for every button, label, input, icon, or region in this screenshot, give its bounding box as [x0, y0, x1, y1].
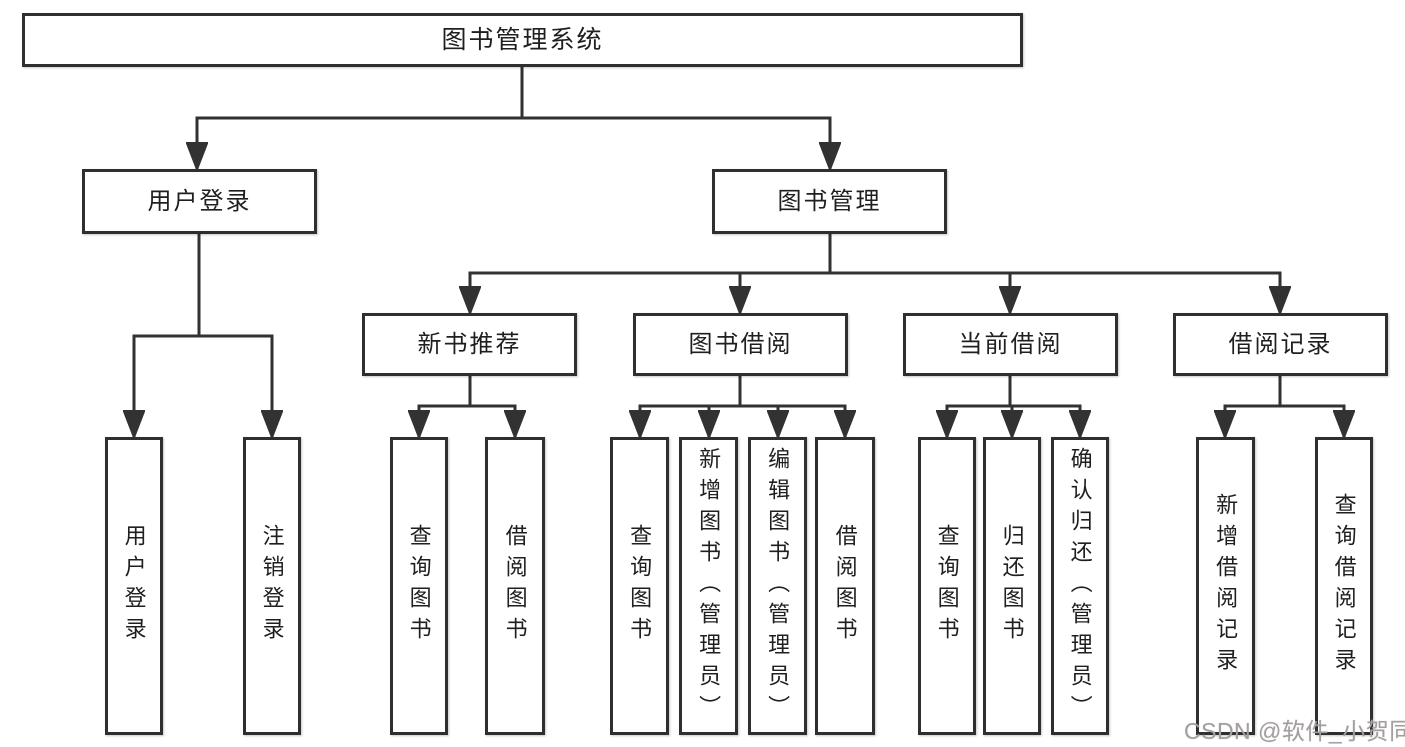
- leaf-borrowing-borrow-books: 借阅图书: [815, 437, 875, 735]
- leaf-current-confirm-return-admin: 确认归还（管理员）: [1051, 437, 1109, 735]
- node-book-borrowing: 图书借阅: [633, 313, 848, 376]
- leaf-current-query-books: 查询图书: [918, 437, 976, 735]
- leaf-borrowing-query-books: 查询图书: [610, 437, 669, 735]
- csdn-watermark: CSDN @软件_小贺同学: [1184, 718, 1405, 744]
- node-borrowing-records: 借阅记录: [1173, 313, 1388, 376]
- leaf-borrowing-edit-books-admin: 编辑图书（管理员）: [748, 437, 807, 735]
- leaf-logout: 注销登录: [243, 437, 301, 735]
- node-user-login: 用户登录: [82, 169, 317, 234]
- leaf-newbook-query-books: 查询图书: [390, 437, 448, 735]
- node-new-book-recommend: 新书推荐: [362, 313, 577, 376]
- leaf-user-login: 用户登录: [105, 437, 163, 735]
- leaf-records-add-record: 新增借阅记录: [1196, 437, 1255, 735]
- node-book-management: 图书管理: [712, 169, 947, 234]
- leaf-borrowing-add-books-admin: 新增图书（管理员）: [679, 437, 738, 735]
- node-library-system: 图书管理系统: [22, 13, 1023, 67]
- node-current-borrowing: 当前借阅: [903, 313, 1118, 376]
- leaf-newbook-borrow-books: 借阅图书: [485, 437, 545, 735]
- leaf-records-query-record: 查询借阅记录: [1315, 437, 1373, 735]
- leaf-current-return-books: 归还图书: [983, 437, 1041, 735]
